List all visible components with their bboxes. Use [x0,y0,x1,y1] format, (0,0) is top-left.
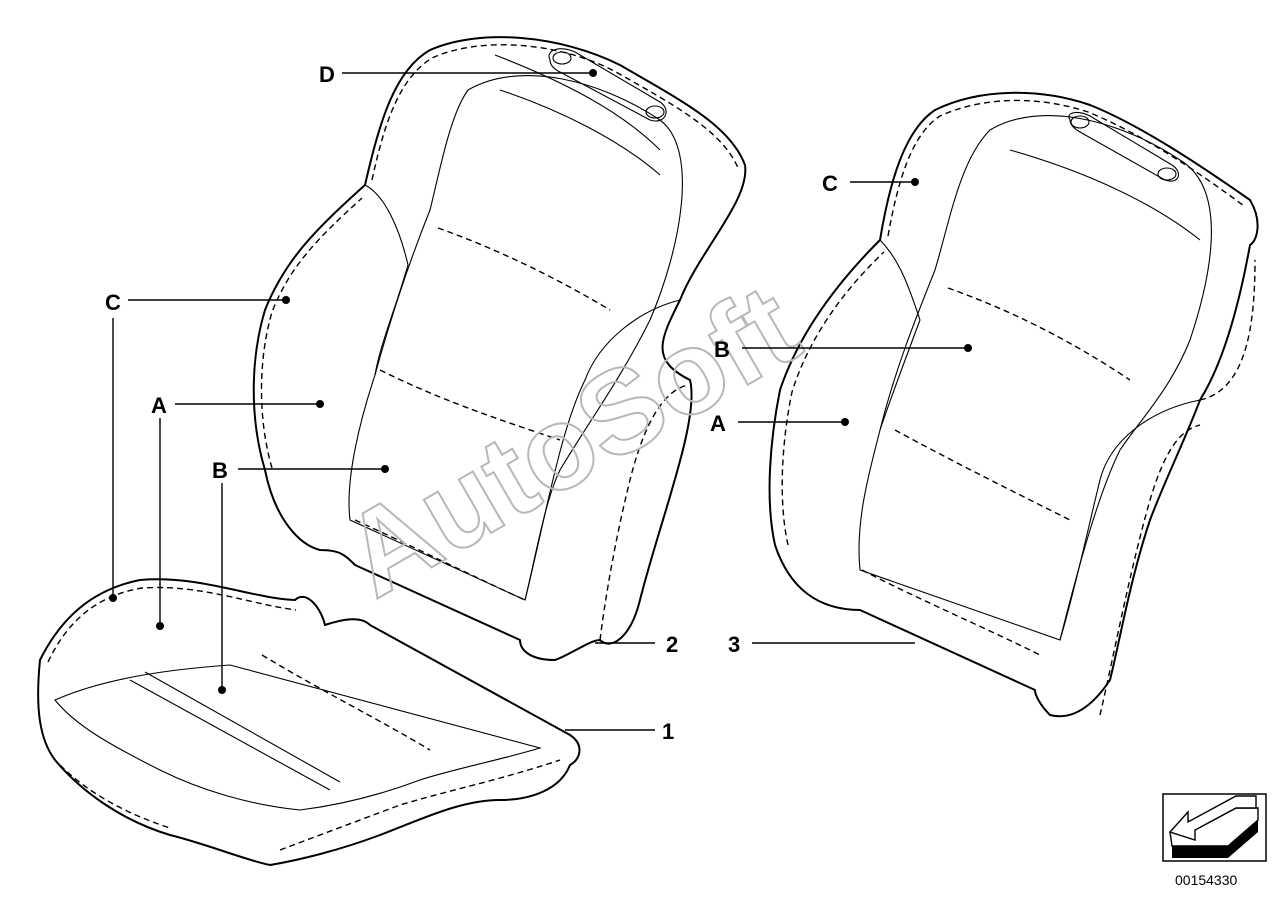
part-2-label: 2 [666,632,678,657]
part-1-label: 1 [662,719,674,744]
part-number: 00154330 [1175,872,1238,888]
callout-a-left: A [151,393,167,418]
callout-d: D [319,62,335,87]
part-3-label: 3 [728,632,740,657]
seat-cushion [37,578,581,866]
callout-c-right: C [822,171,838,196]
callout-b-left: B [212,458,228,483]
right-backrest [768,91,1259,718]
callout-b-right: B [714,337,730,362]
callout-a-right: A [710,411,726,436]
callout-leaders [109,69,972,731]
watermark: AutoSoft [322,259,819,622]
left-backrest [252,36,747,661]
callout-c-left: C [105,290,121,315]
arrow-direction-icon [1162,793,1267,862]
